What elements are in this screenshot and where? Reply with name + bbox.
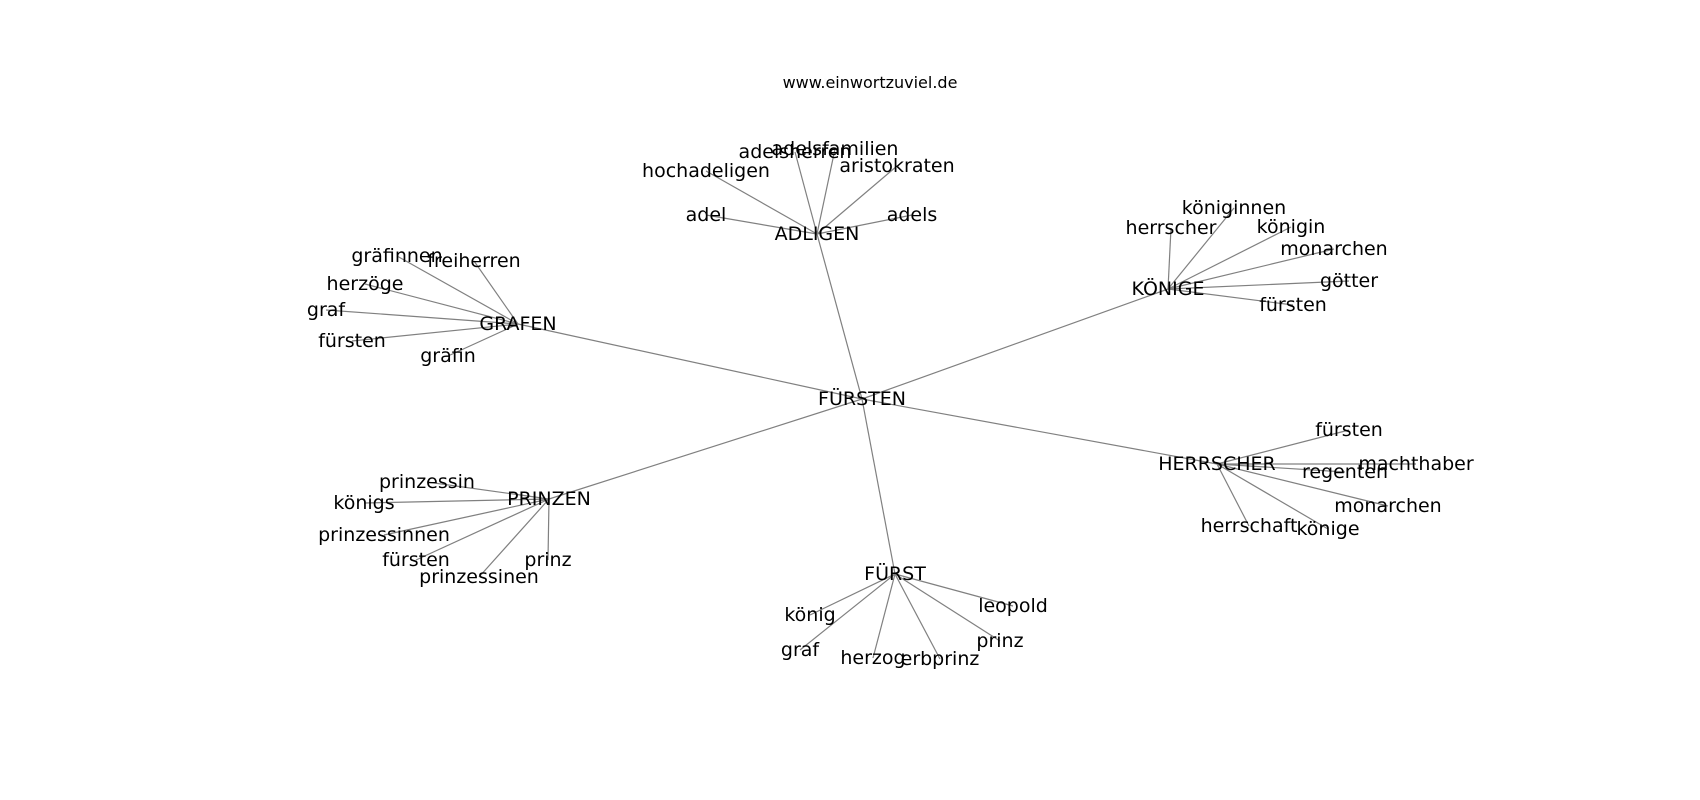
leaf-node-fuerst-koenig: könig — [784, 604, 835, 626]
leaf-node-koenige-koenigin: königin — [1257, 216, 1326, 238]
edge-adligen-aristokraten — [816, 165, 898, 235]
edge-grafen-herzoege — [364, 283, 519, 325]
leaf-node-fuerst-erbprinz: erbprinz — [901, 648, 980, 670]
edge-fuerst-herzog — [872, 573, 896, 659]
edge-prinzen-koenigs — [363, 498, 550, 504]
leaf-node-grafen-herzoege: herzöge — [327, 273, 404, 295]
edge-prinzen-prinzessin — [426, 481, 550, 500]
edge-herrscher-koenige — [1216, 463, 1329, 530]
edge-fuerst-leopold — [894, 573, 1014, 607]
leaf-node-fuerst-graf: graf — [781, 639, 821, 661]
edge-adligen-adel — [705, 214, 818, 235]
leaf-node-herrscher-machthaber: machthaber — [1358, 453, 1474, 475]
edge-prinzen-prinzessinnen — [383, 498, 550, 536]
edge-prinzen-prinzessinen — [478, 498, 550, 578]
leaf-node-grafen-graf: graf — [307, 299, 347, 321]
leaf-node-grafen-fuersten: fürsten — [318, 330, 386, 352]
edge-center-adligen — [816, 233, 863, 400]
edge-fuerst-graf — [799, 573, 896, 651]
site-title: www.einwortzuviel.de — [783, 73, 958, 92]
edge-fuerst-erbprinz — [894, 573, 941, 660]
hub-node-prinzen: PRINZEN — [507, 488, 591, 510]
leaf-node-adligen-adelsfamilien: adelsfamilien — [772, 138, 899, 160]
edge-adligen-adels — [816, 214, 913, 235]
edge-fuerst-koenig — [809, 573, 896, 616]
leaf-node-prinzen-prinz: prinz — [524, 549, 571, 571]
edge-fuerst-prinz — [894, 573, 1001, 642]
edge-herrscher-fuersten — [1216, 429, 1350, 465]
edge-layer — [325, 148, 1416, 660]
leaf-node-herrscher-regenten: regenten — [1302, 461, 1388, 483]
leaf-node-herrscher-fuersten: fürsten — [1315, 419, 1383, 441]
edge-koenige-koenigin — [1167, 226, 1292, 290]
edge-prinzen-fuersten — [415, 498, 550, 561]
leaf-node-adligen-aristokraten: aristokraten — [839, 155, 954, 177]
hub-node-fuerst: FÜRST — [864, 562, 926, 585]
edge-grafen-graefin — [447, 323, 519, 357]
leaf-node-koenige-goetter: götter — [1320, 270, 1378, 292]
leaf-node-adligen-adelsherren: adelsherren — [739, 141, 852, 163]
leaf-node-grafen-graefinnen: gräfinnen — [351, 245, 442, 267]
edge-herrscher-monarchen — [1216, 463, 1389, 507]
edge-prinzen-prinz — [547, 498, 550, 561]
leaf-node-prinzen-prinzessinnen: prinzessinnen — [318, 524, 450, 546]
leaf-node-prinzen-prinzessin: prinzessin — [379, 471, 475, 493]
leaf-node-koenige-monarchen: monarchen — [1280, 238, 1387, 260]
hub-node-koenige: KÖNIGE — [1132, 277, 1205, 300]
edge-koenige-fuersten — [1167, 288, 1294, 306]
leaf-node-prinzen-koenigs: königs — [333, 492, 394, 514]
edge-center-prinzen — [548, 398, 863, 500]
leaf-node-herrscher-herrschaft: herrschaft — [1201, 515, 1298, 537]
edge-herrscher-regenten — [1216, 463, 1346, 473]
leaf-node-adligen-adel: adel — [686, 204, 727, 226]
leaf-node-herrscher-monarchen: monarchen — [1334, 495, 1441, 517]
edge-center-grafen — [517, 323, 863, 400]
edge-grafen-graefinnen — [396, 255, 519, 325]
edge-center-fuerst — [861, 398, 896, 575]
leaf-node-fuerst-herzog: herzog — [840, 647, 905, 669]
edge-grafen-fuersten — [351, 323, 519, 342]
leaf-node-prinzen-prinzessinen: prinzessinen — [419, 566, 539, 588]
leaf-node-fuerst-leopold: leopold — [978, 595, 1048, 617]
leaf-node-grafen-graefin: gräfin — [420, 345, 476, 367]
leaf-node-prinzen-fuersten: fürsten — [382, 549, 450, 571]
edge-koenige-monarchen — [1167, 248, 1335, 290]
edge-adligen-hochadeligen — [705, 170, 818, 235]
leaf-node-fuerst-prinz: prinz — [976, 630, 1023, 652]
leaf-node-herrscher-koenige: könige — [1296, 518, 1359, 540]
edge-adligen-adelsfamilien — [816, 148, 836, 235]
edge-center-koenige — [861, 288, 1169, 400]
leaf-node-adligen-adels: adels — [887, 204, 938, 226]
leaf-node-adligen-hochadeligen: hochadeligen — [642, 160, 770, 182]
edge-koenige-koeniginnen — [1167, 207, 1235, 290]
leaf-node-grafen-freiherren: freiherren — [427, 250, 520, 272]
label-layer: FÜRSTEN ADLIGEN adel hochadeligenadelsherre… — [307, 138, 1474, 670]
edge-grafen-freiherren — [473, 260, 519, 325]
hub-node-herrscher: HERRSCHER — [1158, 453, 1276, 475]
edge-herrscher-herrschaft — [1216, 463, 1250, 527]
leaf-node-koenige-koeniginnen: königinnen — [1182, 197, 1286, 219]
edge-center-herrscher — [861, 398, 1218, 465]
center-node-label: FÜRSTEN — [818, 387, 906, 410]
edge-koenige-herrscher — [1167, 227, 1172, 290]
edge-adligen-adelsherren — [794, 151, 818, 235]
hub-node-adligen: ADLIGEN — [775, 223, 860, 245]
leaf-node-koenige-herrscher: herrscher — [1126, 217, 1217, 239]
edge-koenige-goetter — [1167, 280, 1350, 290]
edge-grafen-graf — [325, 309, 519, 325]
hub-node-grafen: GRAFEN — [479, 313, 556, 335]
leaf-node-koenige-fuersten: fürsten — [1259, 294, 1327, 316]
